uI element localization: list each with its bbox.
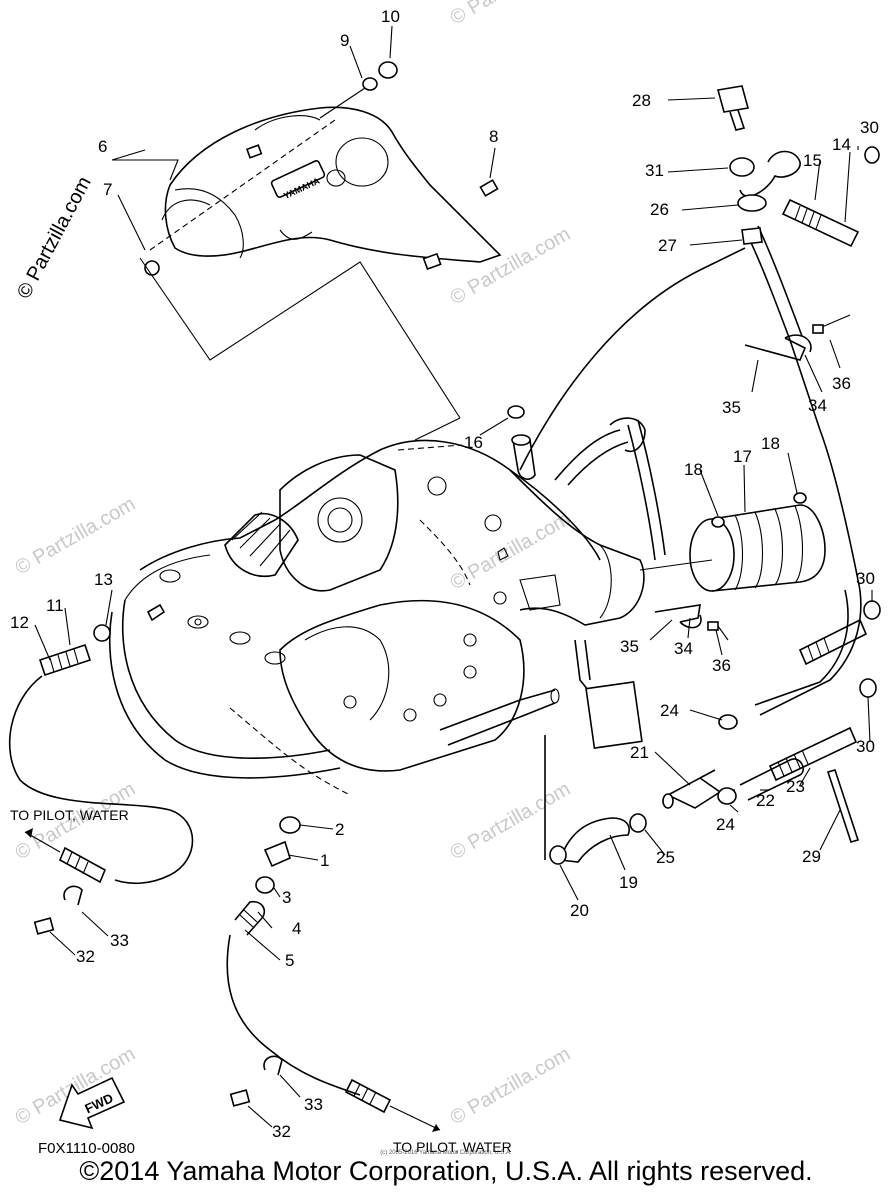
clip-8 <box>479 179 499 197</box>
diagram-code: F0X1110-0080 <box>38 1140 136 1157</box>
bracket-34 <box>744 314 851 361</box>
callout-label: 12 <box>10 613 29 632</box>
callout-label: 35 <box>620 637 639 656</box>
callout-label: 3 <box>282 888 291 907</box>
clamp-30 <box>864 146 880 164</box>
side-watermark: © Partzilla.com <box>13 173 96 302</box>
watermark: © Partzilla.com <box>12 493 140 579</box>
watermark: © Partzilla.com <box>447 0 575 29</box>
cap-10 <box>378 61 398 79</box>
callout-label: 31 <box>645 161 664 180</box>
callout-label: 18 <box>684 460 703 479</box>
callout-label: 28 <box>632 91 651 110</box>
hose-16 <box>507 405 536 480</box>
callout-label: 24 <box>660 701 679 720</box>
callout-label: 24 <box>716 815 735 834</box>
callout-label: 8 <box>489 127 498 146</box>
callout-label: 1 <box>320 851 329 870</box>
strap-15 <box>739 150 801 197</box>
callout-label: 32 <box>76 947 95 966</box>
hose-assembly <box>544 600 881 865</box>
cap-28 <box>716 85 750 131</box>
callout-label: 30 <box>856 569 875 588</box>
callout-label: 30 <box>860 118 879 137</box>
callout-label: 11 <box>46 596 64 615</box>
callout-label: 36 <box>712 656 731 675</box>
callout-label: 6 <box>98 137 107 156</box>
bracket-34-lower <box>654 604 729 641</box>
callout-label: 18 <box>761 434 780 453</box>
rubber-joint-17 <box>689 492 826 592</box>
ring-26 <box>737 194 767 212</box>
callout-label: 16 <box>464 433 483 452</box>
callout-label: 32 <box>272 1122 291 1141</box>
watermark: © Partzilla.com <box>447 508 575 594</box>
callout-label: 22 <box>756 791 775 810</box>
callout-label: 27 <box>658 236 677 255</box>
copyright-footer: ©2014 Yamaha Motor Corporation, U.S.A. A… <box>79 1156 813 1186</box>
callouts: 1 2 3 4 5 6 7 8 9 10 11 12 13 14 15 16 1… <box>10 7 879 1141</box>
valve-box <box>585 681 643 749</box>
callout-label: 7 <box>103 180 112 199</box>
callout-label: 17 <box>733 447 752 466</box>
to-pilot-label-left: TO PILOT, WATER <box>10 807 129 823</box>
callout-label: 35 <box>722 398 741 417</box>
callout-label: 10 <box>381 7 400 26</box>
callout-label: 29 <box>802 847 821 866</box>
callout-label: 20 <box>570 901 589 920</box>
callout-label: 19 <box>619 873 638 892</box>
pilot-hose-left <box>8 624 194 885</box>
fitting-27 <box>741 227 763 245</box>
callout-label: 15 <box>803 151 822 170</box>
callout-label: 34 <box>808 396 827 415</box>
callout-label: 33 <box>110 931 129 950</box>
small-print: (c) 2005-2016 Yamaha Motor Corporation, … <box>380 1150 512 1156</box>
callout-label: 21 <box>630 743 649 762</box>
clip-33-bottom <box>229 1055 283 1107</box>
callout-label: 34 <box>674 639 693 658</box>
pilot-hose-center <box>226 816 441 1132</box>
callout-label: 2 <box>335 820 344 839</box>
filler-hose <box>744 198 860 431</box>
bolt-9 <box>319 77 378 119</box>
to-pilot-label-bottom: TO PILOT, WATER <box>393 1139 512 1155</box>
callout-label: 36 <box>832 374 851 393</box>
leader-lines <box>34 25 873 1128</box>
watermark: © Partzilla.com <box>447 1043 575 1129</box>
callout-label: 23 <box>786 777 805 796</box>
callout-label: 13 <box>94 570 113 589</box>
callout-label: 25 <box>656 848 675 867</box>
callout-label: 9 <box>340 31 349 50</box>
callout-label: 30 <box>856 737 875 756</box>
callout-label: 26 <box>650 200 669 219</box>
ring-31 <box>729 157 755 177</box>
clip-33-left <box>33 885 83 935</box>
engine-top-cover: YAMAHA <box>149 106 502 271</box>
callout-label: 4 <box>292 919 301 938</box>
callout-label: 5 <box>285 951 294 970</box>
callout-label: 33 <box>304 1095 323 1114</box>
callout-label: 14 <box>832 135 851 154</box>
exhaust-body <box>108 439 645 796</box>
bypass-hose <box>519 247 746 471</box>
